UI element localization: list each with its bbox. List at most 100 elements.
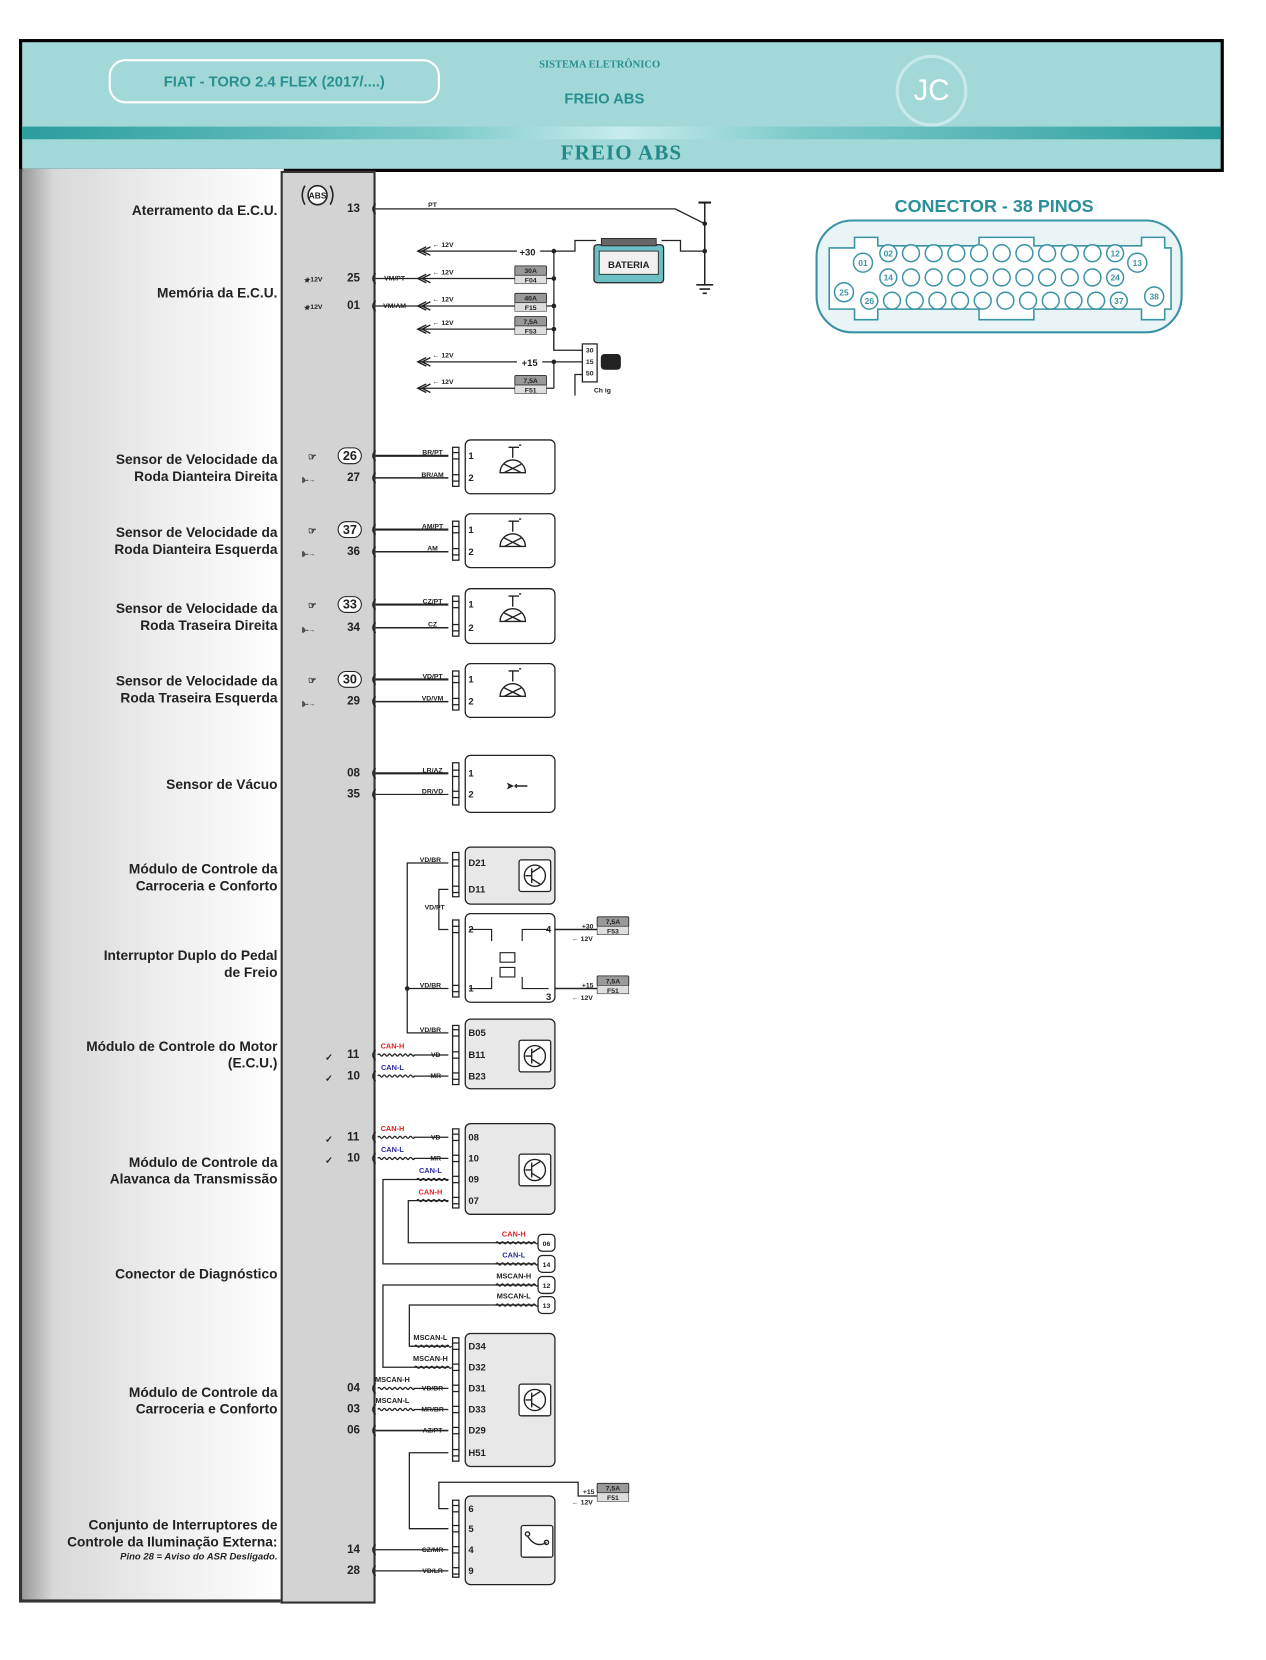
terminal-label: 6 [468,1504,473,1515]
label-line: Roda Traseira Direita [140,617,278,633]
component-label-column: Aterramento da E.C.U. Memória da E.C.U. … [18,168,284,1603]
can-bus-wire [414,1365,453,1369]
connector-pin [1015,244,1034,263]
wire-color-label: CZ/MR [422,1547,444,1554]
abs-icon-text: ABS [309,190,327,200]
arrow-icon [416,273,431,284]
wire-color-label: VD/PT [425,904,446,911]
terminal-label: 2 [468,790,473,801]
wheel-speed-sensor-icon [499,518,527,548]
terminal-pin [451,1384,460,1393]
wire-color-label: AM/PT [422,524,444,531]
terminal-pin [451,600,460,609]
connector-pin [950,291,970,310]
terminal-pin [451,1133,460,1142]
can-bus-wire [414,1344,453,1348]
connector-pin [969,244,989,263]
ecu-pin-socket [372,1131,377,1144]
wire-color-label: VD/PT [422,673,443,680]
ecu-pin-socket [372,1403,377,1416]
terminal-label: 1 [468,451,474,462]
terminal-pin [451,1072,460,1080]
wire-color-label: VD/BR [422,1385,443,1392]
label-line: Sensor de Velocidade da [115,673,278,689]
wire-color-label: LR/AZ [422,767,442,774]
fuse-rating: 7,5A [523,319,538,326]
fuse-body [514,384,547,394]
terminal-30-label: +30 [582,923,594,930]
ecu-pin-socket [372,472,377,484]
terminal-label: 4 [468,1545,474,1556]
connector-pin [1037,268,1057,287]
terminal-pin [451,525,460,534]
connector-housing [451,446,460,487]
terminal-pin [451,984,460,993]
terminal-label: D21 [468,858,486,869]
can-bus-label: CAN-L [502,1251,525,1260]
ecu-pin-06: 06 [347,1424,361,1437]
connector-pin [1018,291,1038,310]
arrow-icon [416,301,431,311]
connector-pin [1105,244,1125,263]
terminal-label: D33 [468,1405,485,1416]
can-bus-label: MSCAN-L [375,1396,409,1405]
ignition-switch-label: Ch ig [594,387,611,394]
ecu-pin-28: 28 [347,1564,361,1578]
terminal-pin [451,623,460,632]
vacuum-sensor-icon: ➤⟵ [506,781,528,792]
check-mark-icon: ✓ [325,1135,333,1146]
connector-housing [451,670,460,711]
can-bus-label: CAN-H [381,1124,405,1133]
diagnostic-connector-pin [537,1254,556,1273]
can-bus-label: CAN-L [381,1145,404,1154]
wheel-speed-sensor-icon [499,668,527,697]
connector-pin [992,268,1011,287]
terminal-label: D32 [468,1362,485,1373]
wire-color-label: VD [431,1134,441,1141]
fuse-rating: 40A [524,296,537,303]
battery-label-plate [598,250,659,275]
connector-pin-number: 24 [1110,273,1120,283]
terminal-15-label: +15 [582,982,594,989]
can-bus-label: MSCAN-H [413,1354,448,1363]
diagnostic-pin-number: 14 [543,1262,551,1269]
terminal-pin [451,925,460,934]
signal-ground-icon: ⫾⊢→ [302,627,316,634]
terminal-pin [451,451,460,460]
label-line: Roda Dianteira Esquerda [114,541,278,558]
connector-pin [901,244,921,263]
header-banner: FIAT - TORO 2.4 FLEX (2017/....) SISTEMA… [18,39,1224,172]
terminal-label: 1 [468,768,474,779]
terminal-pin [451,1426,460,1435]
arrow-icon [416,246,431,256]
can-bus-wire [377,1386,416,1391]
ecu-pin-socket [372,1382,377,1395]
ecu-pin-socket [372,695,377,708]
can-bus-label: MSCAN-H [375,1375,410,1384]
ecu-pin-socket [372,788,377,801]
ecu-pin-14: 14 [347,1543,361,1557]
label-line: Roda Dianteira Direita [134,468,278,485]
fuse-id: F53 [525,328,537,335]
connector-pin [833,282,855,303]
fuse-id: F15 [525,305,537,312]
connector-pin [924,268,943,287]
ecu-pin-25: 25 [347,272,361,285]
ecu-pin-socket [372,621,377,634]
terminal-label: D11 [468,885,486,896]
connector-title: CONECTOR - 38 PINOS [894,196,1094,217]
connector-pin [947,268,966,287]
can-bus-wire [495,1241,539,1245]
voltage-label: ← 12V [433,379,454,386]
label-line: Módulo de Controle da [128,860,278,877]
ignition-pin: 30 [586,347,594,354]
terminal-pin [451,675,460,684]
wire-color-label: VD [431,1052,441,1059]
label-line: Módulo de Controle da [128,1384,278,1400]
ecu-pin-30: 30 [337,670,363,688]
transistor-icon [525,1390,541,1410]
wire-color-label: VM/AM [383,303,406,310]
